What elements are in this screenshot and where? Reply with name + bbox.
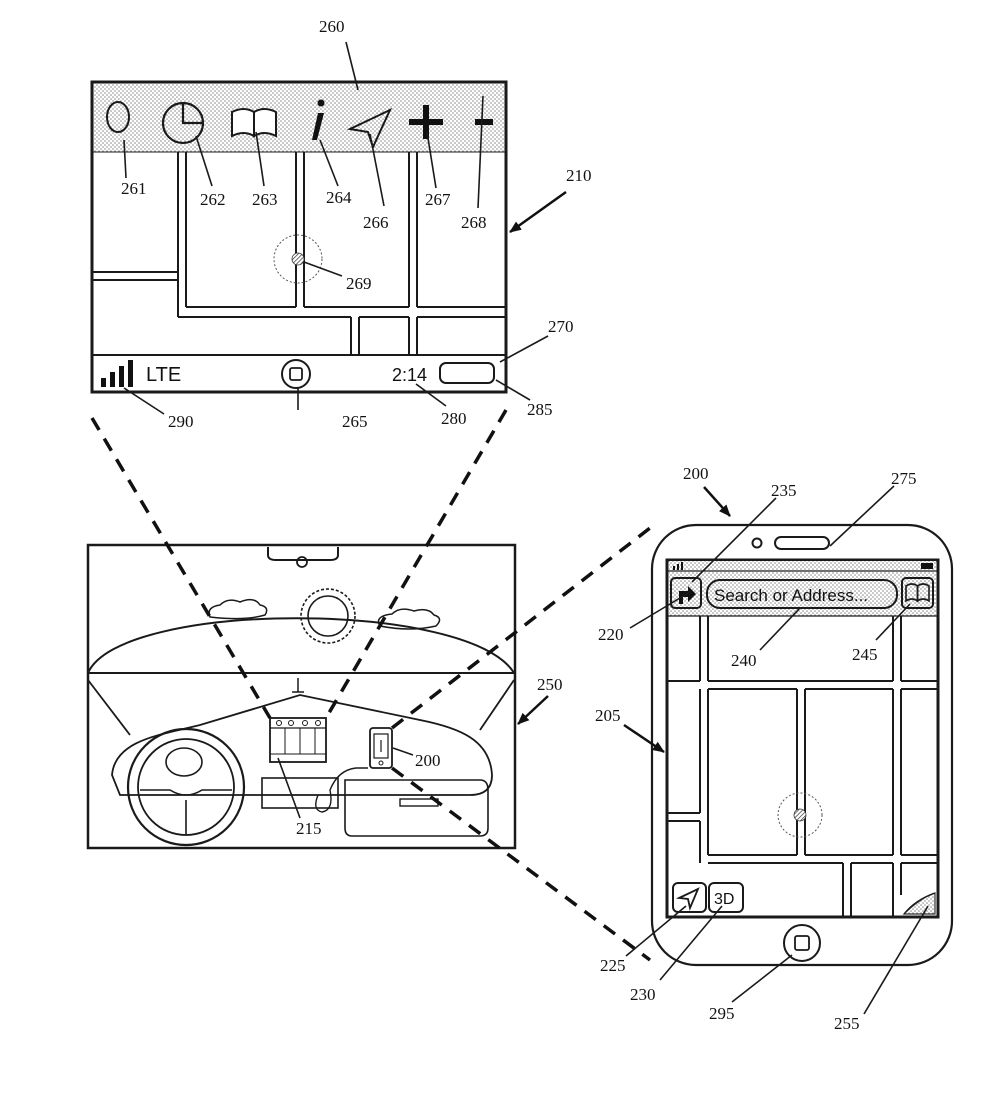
mobile-map: [668, 616, 937, 917]
recents-icon[interactable]: [161, 101, 205, 145]
directions-button[interactable]: [670, 577, 702, 609]
earpiece: [774, 536, 830, 550]
mobile-device: Search or Address...: [650, 523, 954, 967]
ref-260: 260: [319, 17, 345, 36]
ref-200: 200: [683, 464, 709, 483]
location-button[interactable]: [672, 882, 707, 913]
ref-235: 235: [771, 481, 797, 500]
ref-269: 269: [346, 274, 372, 293]
bookmarks-icon[interactable]: [231, 108, 277, 138]
ref-290: 290: [168, 412, 194, 431]
zoom-in-icon[interactable]: [409, 105, 443, 139]
signal-strength-icon: [101, 360, 133, 387]
mobile-signal-icon: [673, 562, 683, 570]
mobile-current-location-marker: [777, 792, 823, 838]
ref-267: 267: [425, 190, 451, 209]
ref-250: 250: [537, 675, 563, 694]
ref-263: 263: [252, 190, 278, 209]
three-d-button[interactable]: 3D: [708, 882, 744, 913]
ref-262: 262: [200, 190, 226, 209]
ref-240: 240: [731, 651, 757, 670]
ref-255: 255: [834, 1014, 860, 1033]
car-display: LTE 2:14: [90, 80, 508, 394]
car-display-home-button[interactable]: [281, 359, 311, 389]
info-icon[interactable]: [312, 99, 325, 141]
ref-280: 280: [441, 409, 467, 428]
steering-wheel: [126, 727, 246, 847]
cloud-icon: [208, 598, 441, 630]
ref-266: 266: [363, 213, 389, 232]
mobile-status-bar: [669, 561, 936, 570]
clock-label: 2:14: [392, 365, 427, 385]
book-icon: [905, 583, 930, 603]
front-camera: [751, 537, 763, 549]
ref-230: 230: [630, 985, 656, 1004]
docked-mobile-device: [369, 727, 393, 769]
zoom-out-icon[interactable]: [475, 119, 493, 125]
ref-210: 210: [566, 166, 592, 185]
ref-215: 215: [296, 819, 322, 838]
three-d-label: 3D: [714, 891, 734, 908]
vehicle-interior: [86, 543, 517, 850]
ref-261: 261: [121, 179, 147, 198]
sun-icon: [300, 588, 356, 644]
mobile-screen: [665, 558, 940, 919]
ref-285: 285: [527, 400, 553, 419]
reference-arrows: [509, 190, 731, 754]
network-type-label: LTE: [146, 364, 181, 386]
reference-numerals: 260 210 261 262 263 264 266 267 268 269 …: [121, 17, 917, 1033]
current-location-marker: [273, 234, 323, 284]
battery-icon: [439, 362, 495, 384]
mobile-home-button[interactable]: [783, 924, 821, 962]
search-placeholder: Search or Address...: [714, 586, 868, 605]
ref-245: 245: [852, 645, 878, 664]
ref-225: 225: [600, 956, 626, 975]
head-unit: [269, 717, 327, 763]
ref-268: 268: [461, 213, 487, 232]
ref-265: 265: [342, 412, 368, 431]
projection-lines: [90, 409, 652, 962]
location-arrow-icon[interactable]: [346, 107, 393, 150]
ref-275: 275: [891, 469, 917, 488]
ref-200-dock: 200: [415, 751, 441, 770]
page-curl-button[interactable]: [902, 892, 936, 915]
ref-264: 264: [326, 188, 352, 207]
ref-270: 270: [548, 317, 574, 336]
ref-220: 220: [598, 625, 624, 644]
ref-295: 295: [709, 1004, 735, 1023]
car-display-top-bar: [93, 83, 505, 152]
mobile-battery-icon: [921, 563, 933, 569]
search-field[interactable]: Search or Address...: [706, 579, 898, 609]
bookmarks-button[interactable]: [901, 577, 934, 609]
leader-lines: [123, 41, 929, 1015]
car-display-map: [93, 152, 505, 355]
ref-205: 205: [595, 706, 621, 725]
search-icon[interactable]: [106, 101, 130, 133]
